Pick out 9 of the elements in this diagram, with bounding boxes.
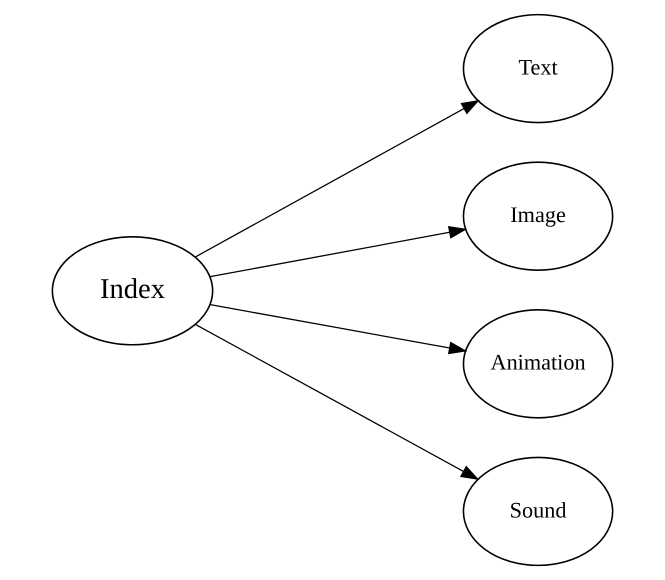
arrow [210, 226, 468, 278]
node-ellipse: Sound [462, 456, 614, 566]
node-ellipse: Index [52, 236, 214, 346]
node-ellipse: Text [462, 14, 614, 124]
arrow [194, 100, 480, 258]
node-ellipse: Animation [462, 309, 614, 419]
node-ellipse: Image [462, 161, 614, 271]
arrow [195, 324, 480, 480]
arrow [210, 304, 468, 354]
